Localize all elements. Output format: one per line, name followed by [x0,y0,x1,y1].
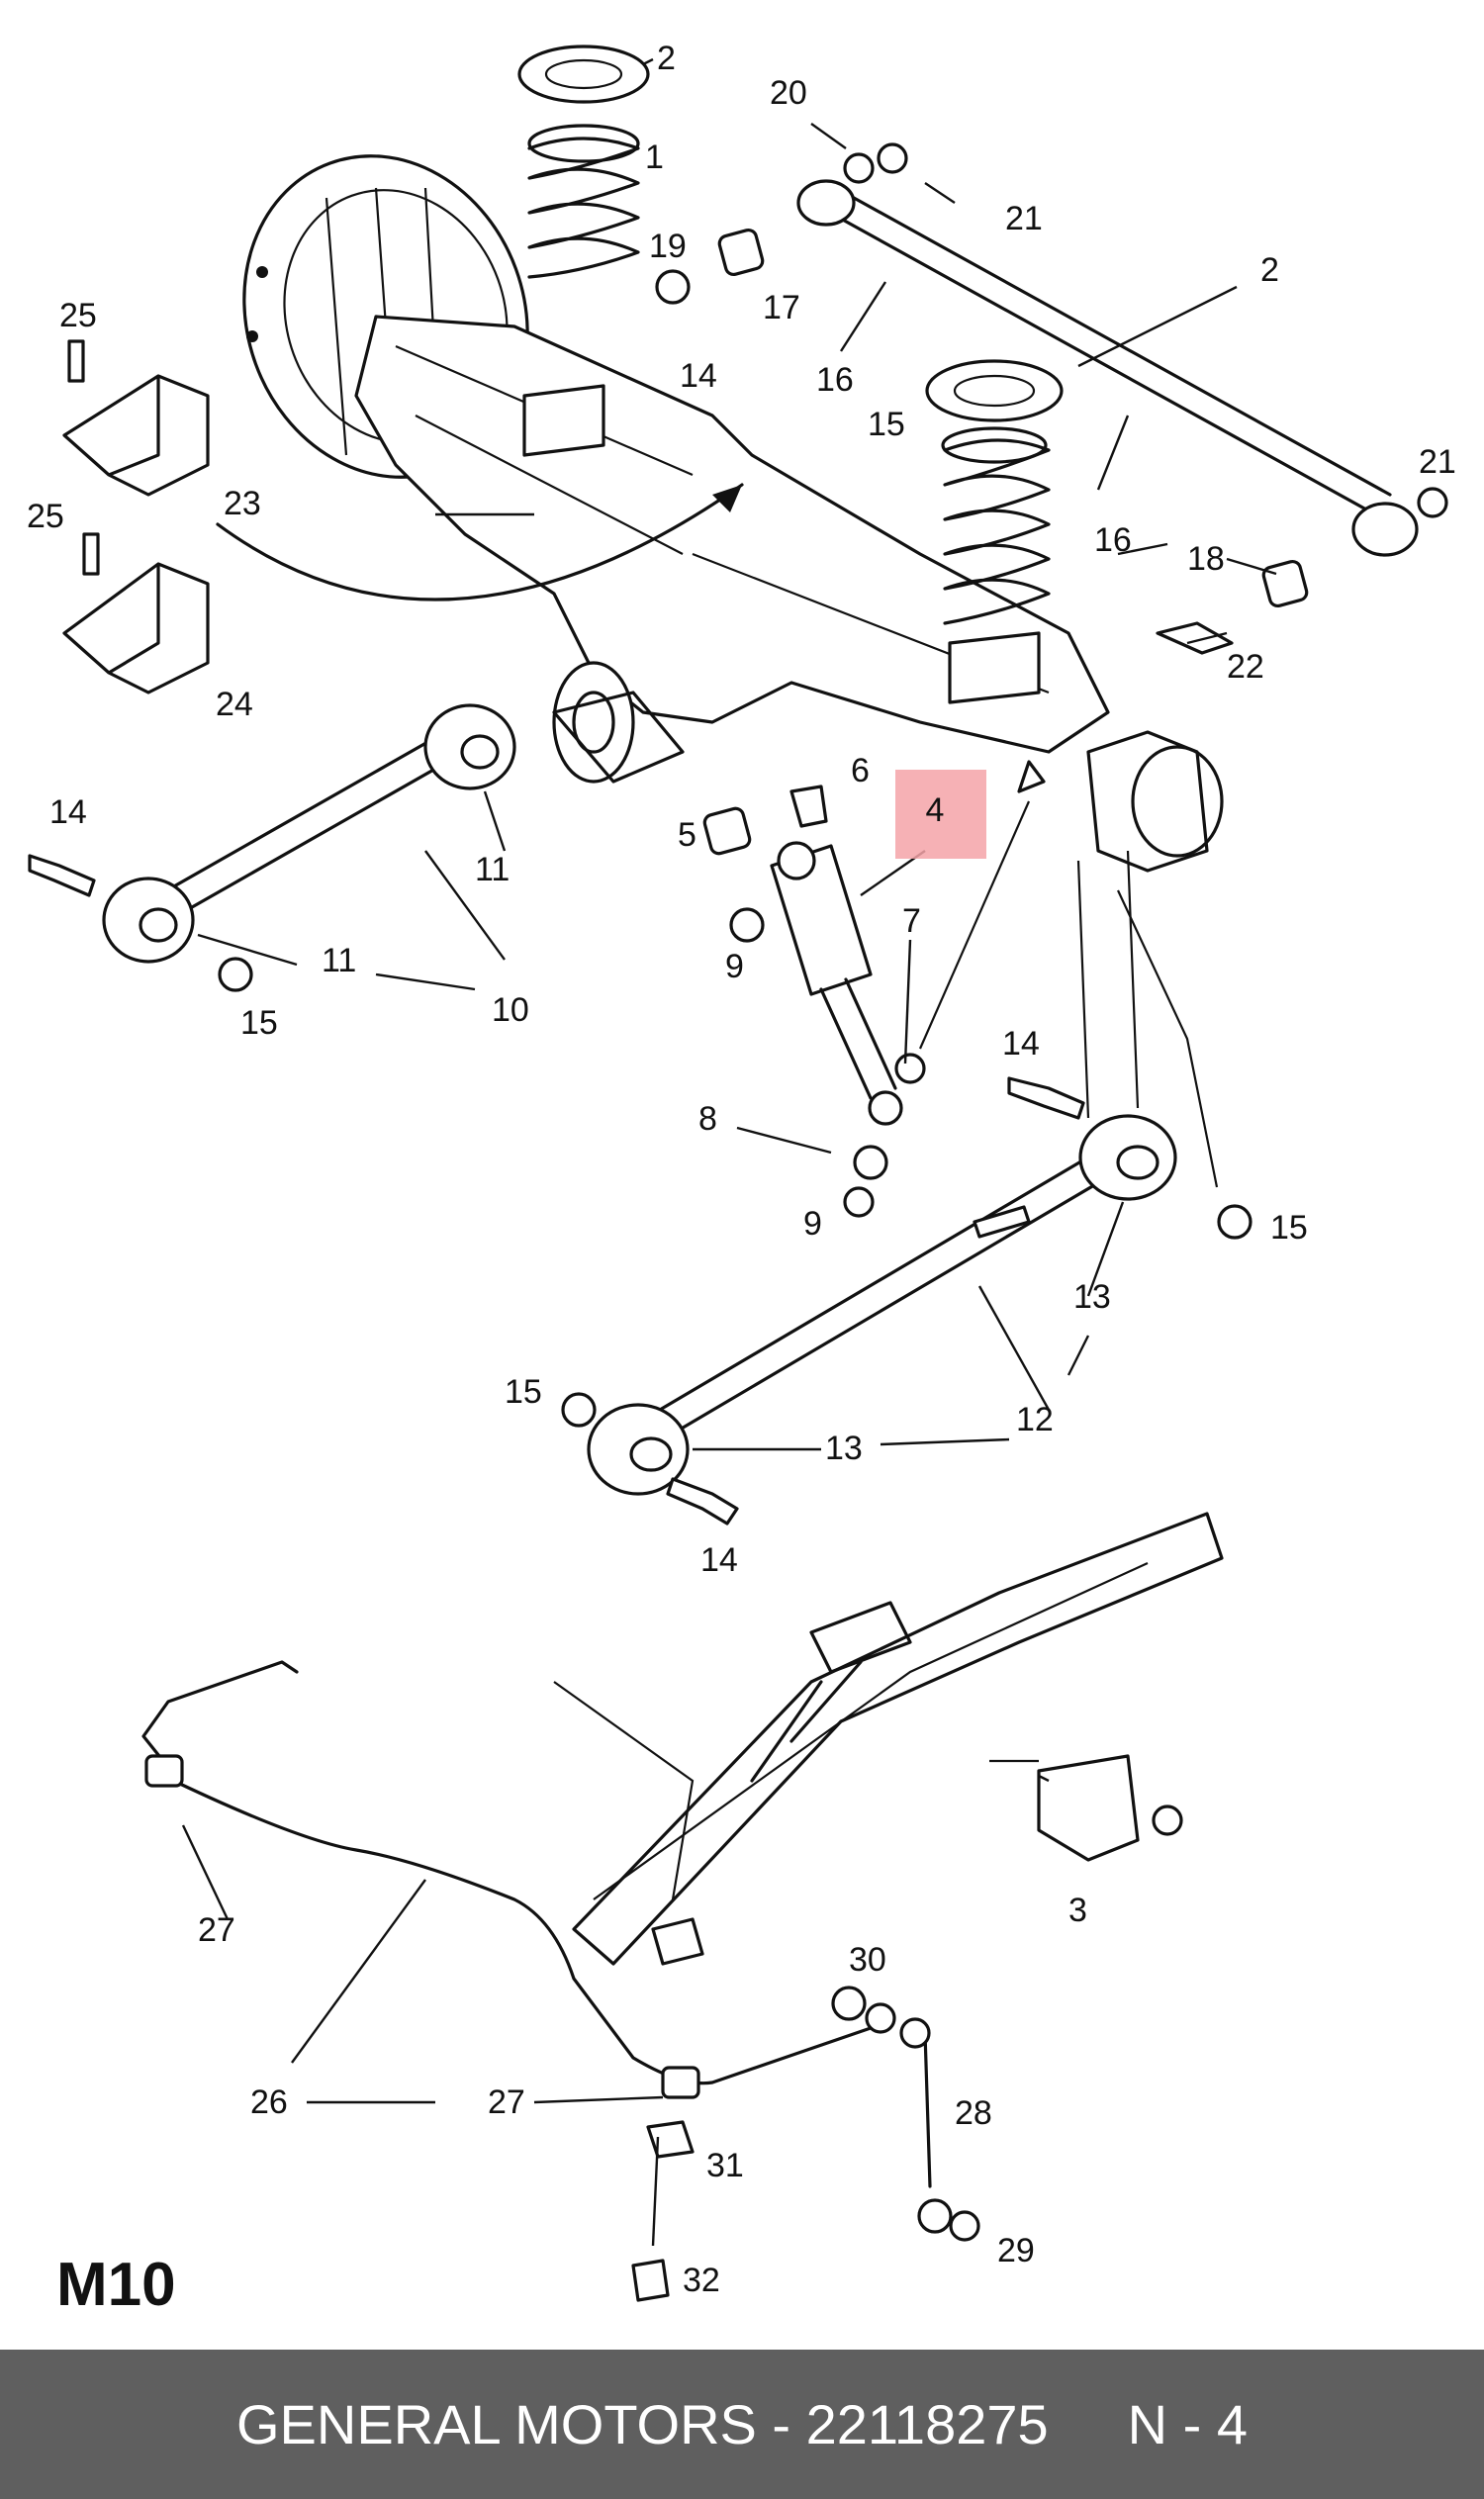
callout-11: 11 [322,942,356,979]
trailing-arm-left [28,703,516,992]
callout-25: 25 [59,297,97,334]
callout-18: 18 [1187,540,1225,578]
callout-19: 19 [649,228,687,265]
vehicle-frame [553,1512,1224,1966]
coil-spring-right [925,359,1064,625]
callout-13: 13 [1073,1278,1111,1316]
callout-15: 15 [505,1373,542,1411]
callout-24: 24 [216,686,253,723]
callout-labels: 2 1 2 3 5 6 7 8 9 9 10 11 11 12 13 13 14… [27,40,1456,2299]
callout-21: 21 [1005,200,1043,237]
callout-29: 29 [997,2232,1035,2269]
parts-diagram: 4 2 1 2 3 5 6 7 8 9 9 10 11 11 12 13 13 … [27,40,1456,2319]
callout-1: 1 [645,139,664,176]
callout-8: 8 [698,1100,717,1138]
callout-16: 16 [816,361,854,399]
callout-22: 22 [1227,648,1264,686]
callout-3: 3 [1068,1892,1087,1929]
callout-14: 14 [1002,1025,1040,1063]
callout-13: 13 [825,1430,863,1467]
callout-15: 15 [240,1004,278,1042]
stabilizer-bar [141,1660,980,2302]
callout-4: 4 [926,791,945,829]
callout-25: 25 [27,498,64,535]
callout-15: 15 [868,406,905,443]
brackets-23-24 [62,339,744,694]
callout-5: 5 [678,816,696,854]
shock-absorber [702,760,1046,1218]
callout-11: 11 [475,851,510,888]
callout-26: 26 [250,2083,288,2121]
callout-15: 15 [1270,1209,1308,1247]
callout-14: 14 [49,793,87,831]
callout-12: 12 [1016,1401,1054,1438]
callout-2: 2 [1260,251,1279,289]
leader-lines [181,57,1277,2247]
part-info: GENERAL MOTORS - 22118275 [236,2393,1049,2455]
coil-spring-left [517,45,650,279]
panhard-rod [655,142,1448,655]
footer-bar: GENERAL MOTORS - 22118275 N - 4 [0,2350,1484,2499]
callout-17: 17 [763,289,800,326]
callout-9: 9 [803,1205,822,1243]
callout-30: 30 [849,1941,886,1979]
callout-28: 28 [955,2094,992,2132]
diagram-code: M10 [56,2251,176,2319]
callout-6: 6 [851,752,870,789]
callout-7: 7 [902,902,921,940]
callout-14: 14 [700,1541,738,1579]
callout-23: 23 [224,485,261,522]
callout-27: 27 [488,2083,525,2121]
rear-axle-housing [354,315,1224,873]
callout-9: 9 [725,948,744,985]
callout-32: 32 [683,2262,720,2299]
callout-21: 21 [1419,443,1456,481]
callout-27: 27 [198,1911,235,1949]
callout-2: 2 [657,40,676,77]
callout-10: 10 [492,991,529,1029]
trailing-arm-right [561,850,1252,1526]
highlight-callout-4: 4 [895,770,986,859]
callout-16: 16 [1094,521,1132,559]
callout-14: 14 [680,357,717,395]
callout-20: 20 [770,74,807,112]
page-indicator: N - 4 [1127,2393,1248,2455]
callout-31: 31 [706,2147,744,2184]
